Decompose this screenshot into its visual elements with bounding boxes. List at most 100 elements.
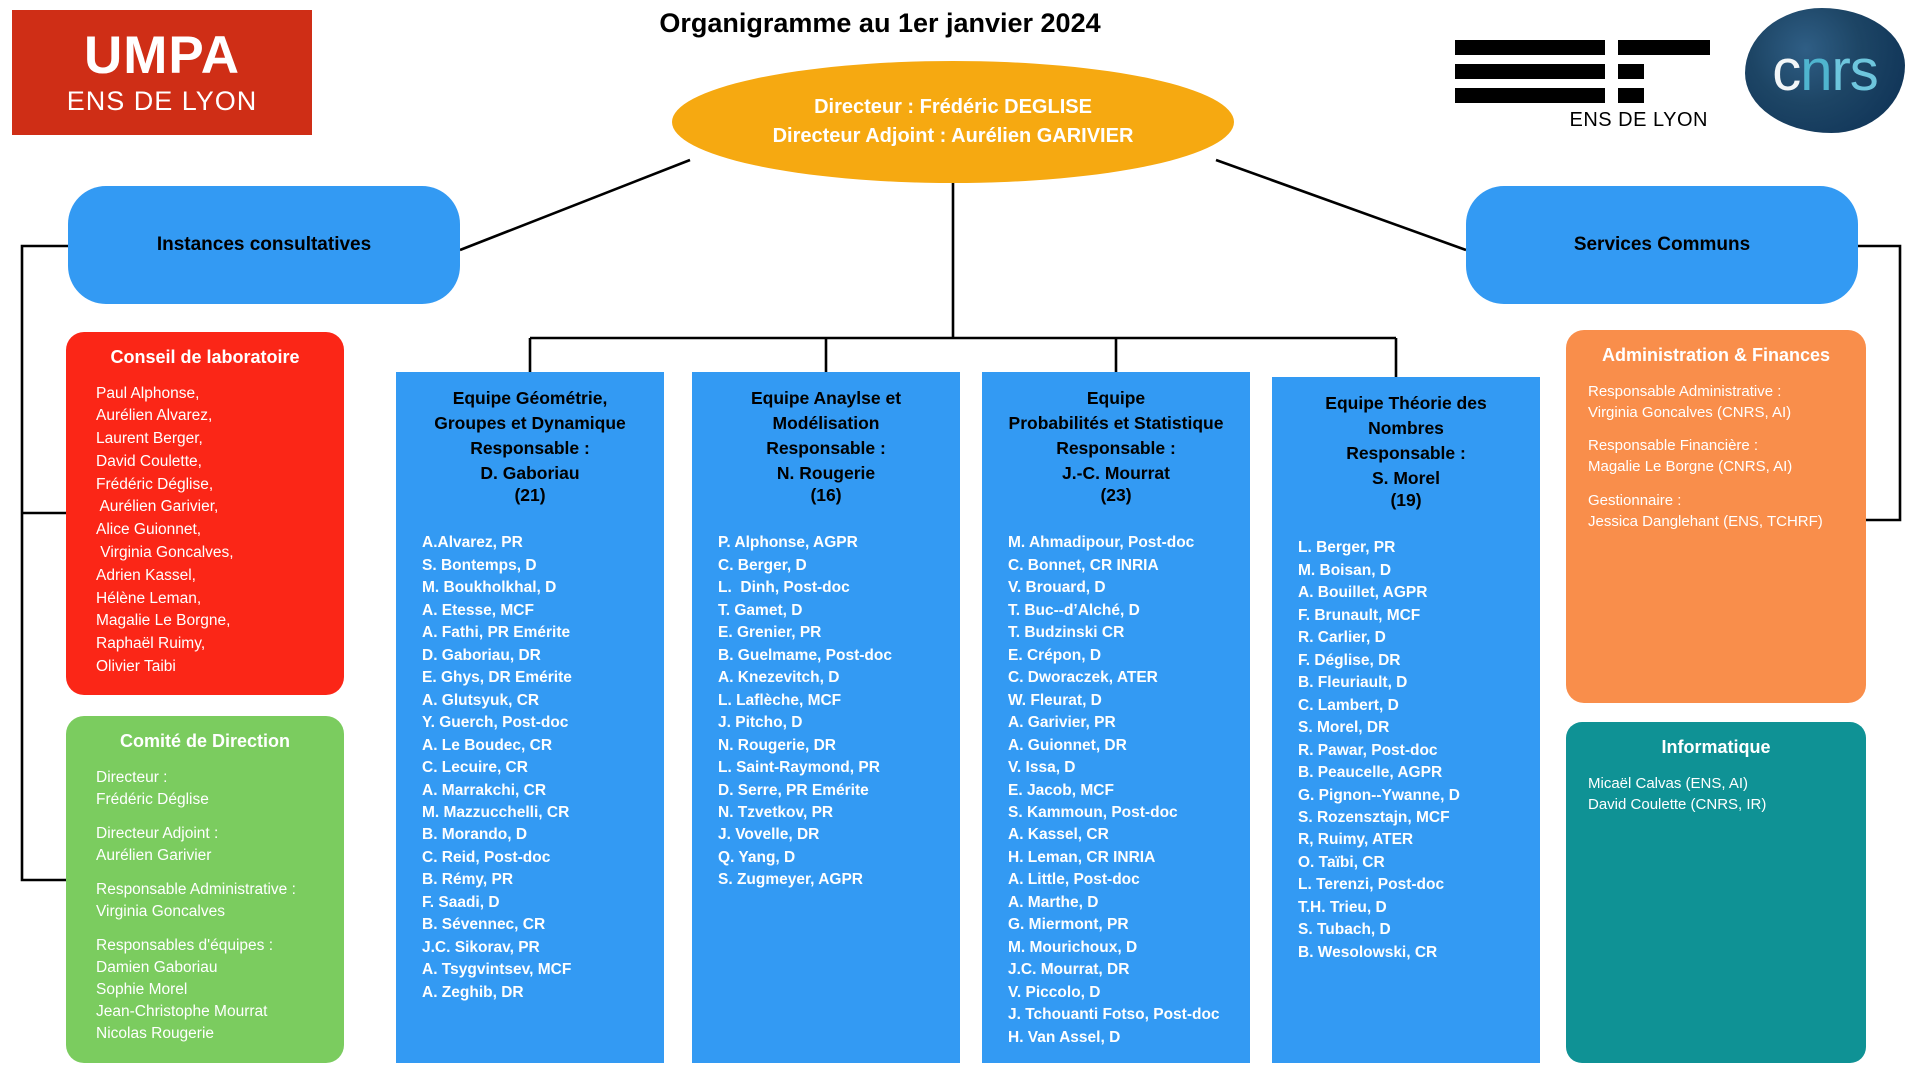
list-item: A. Tsygvintsev, MCF bbox=[422, 961, 572, 979]
list-item: R. Pawar, Post-doc bbox=[1298, 741, 1438, 759]
block-spacer bbox=[96, 923, 326, 935]
card-conseil-de-laboratoire: Conseil de laboratoire Paul Alphonse,Aur… bbox=[66, 332, 344, 695]
list-item: S. Tubach, D bbox=[1298, 921, 1391, 939]
cnrs-logo: cnrs bbox=[1745, 8, 1905, 133]
list-item: Jean-Christophe Mourrat bbox=[96, 1002, 268, 1020]
list-item: Virginia Goncalves (CNRS, AI) bbox=[1588, 403, 1792, 421]
title-line: Responsable : bbox=[1346, 442, 1466, 463]
list-item: H. Leman, CR INRIA bbox=[1008, 848, 1156, 866]
list-item: S. Bontemps, D bbox=[422, 556, 537, 574]
list-item: C. Bonnet, CR INRIA bbox=[1008, 556, 1159, 574]
list-item: A. Little, Post-doc bbox=[1008, 871, 1140, 889]
umpa-logo-main: UMPA bbox=[83, 25, 241, 85]
list-item: D. Serre, PR Emérite bbox=[718, 781, 869, 799]
list-item: Aurélien Garivier bbox=[96, 846, 212, 864]
list-item: T.H. Trieu, D bbox=[1298, 898, 1387, 916]
list-item: Responsable Administrative : bbox=[96, 880, 296, 898]
list-item: David Coulette, bbox=[96, 452, 202, 470]
list-item: B. Guelmame, Post-doc bbox=[718, 646, 892, 664]
node-instances-consultatives[interactable]: Instances consultatives bbox=[68, 186, 460, 304]
list-item: E. Jacob, MCF bbox=[1008, 781, 1114, 799]
list-item: J. Pitcho, D bbox=[718, 714, 803, 732]
title-line: J.-C. Mourrat bbox=[1062, 462, 1170, 483]
title-line: Equipe Géométrie, bbox=[452, 388, 608, 408]
list-item: E. Grenier, PR bbox=[718, 624, 822, 642]
list-item: F. Saadi, D bbox=[422, 893, 500, 911]
list-item: D. Gaboriau, DR bbox=[422, 646, 541, 664]
list-item: Sophie Morel bbox=[96, 980, 188, 998]
list-item: Y. Guerch, Post-doc bbox=[422, 714, 569, 732]
title-line: Responsable : bbox=[470, 437, 590, 458]
page-title: Organigramme au 1er janvier 2024 bbox=[659, 8, 1101, 38]
list-item: Laurent Berger, bbox=[96, 430, 203, 448]
list-item: E. Crépon, D bbox=[1008, 646, 1102, 664]
block-spacer bbox=[1588, 423, 1848, 435]
list-item: R, Ruimy, ATER bbox=[1298, 831, 1414, 849]
list-item: M. Boukholkhal, D bbox=[422, 579, 557, 597]
card-title: Administration & Finances bbox=[1601, 345, 1831, 365]
list-item: A. Knezevitch, D bbox=[718, 669, 840, 687]
list-item: A. Zeghib, DR bbox=[422, 983, 524, 1001]
director-node: Directeur : Frédéric DEGLISE Directeur A… bbox=[672, 61, 1234, 183]
title-line: Responsable : bbox=[1056, 437, 1176, 458]
title-line: Responsable : bbox=[766, 437, 886, 458]
title-line: Nombres bbox=[1368, 417, 1444, 438]
list-item: S. Rozensztajn, MCF bbox=[1298, 809, 1450, 826]
list-item: Responsables d'équipes : bbox=[96, 936, 274, 954]
title-line: Groupes et Dynamique bbox=[434, 412, 626, 433]
card-administration-finances: Administration & Finances Responsable Ad… bbox=[1566, 330, 1866, 703]
list-item: O. Taïbi, CR bbox=[1298, 853, 1385, 871]
director-line-2: Directeur Adjoint : Aurélien GARIVIER bbox=[772, 125, 1134, 147]
list-item: T. Buc--d’Alché, D bbox=[1008, 601, 1140, 619]
team-member-count: (23) bbox=[1100, 485, 1132, 506]
list-item: Paul Alphonse, bbox=[96, 384, 200, 402]
ens-logo-bars bbox=[1455, 40, 1710, 103]
block-spacer bbox=[96, 867, 326, 879]
conseil-member-list: Paul Alphonse, Aurélien Alvarez, Laurent B… bbox=[84, 383, 326, 679]
title-line: Equipe Anaylse et bbox=[750, 388, 902, 408]
list-item: Alice Guionnet, bbox=[96, 521, 202, 539]
list-item: A. Etesse, MCF bbox=[422, 601, 534, 619]
list-item: Aurélien Alvarez, bbox=[96, 407, 213, 425]
list-item: L. Terenzi, Post-doc bbox=[1298, 876, 1445, 894]
cnrs-logo-text: cnrs bbox=[1772, 37, 1879, 103]
list-item: C. Dworaczek, ATER bbox=[1008, 669, 1158, 687]
list-item: M. Mourichoux, D bbox=[1008, 938, 1138, 956]
list-item: C. Lecuire, CR bbox=[422, 759, 528, 777]
list-item: A. Fathi, PR Emérite bbox=[422, 624, 571, 642]
list-item: M. Boisan, D bbox=[1298, 561, 1392, 579]
list-item: C. Reid, Post-doc bbox=[422, 848, 551, 866]
list-item: A. Marthe, D bbox=[1008, 893, 1099, 911]
ens-logo-caption: ENS DE LYON bbox=[1569, 109, 1708, 131]
list-item: B. Wesolowski, CR bbox=[1298, 943, 1438, 961]
title-line: Modélisation bbox=[772, 412, 880, 433]
list-item: F. Déglise, DR bbox=[1298, 651, 1401, 669]
block-spacer bbox=[96, 811, 326, 823]
list-item: Q. Yang, D bbox=[718, 848, 796, 866]
node-services-communs[interactable]: Services Communs bbox=[1466, 186, 1858, 304]
list-item: P. Alphonse, AGPR bbox=[718, 534, 858, 552]
list-item: J.C. Sikorav, PR bbox=[422, 938, 540, 956]
list-item: R. Carlier, D bbox=[1298, 629, 1386, 647]
list-item: B. Peaucelle, AGPR bbox=[1298, 764, 1443, 782]
list-item: S. Morel, DR bbox=[1298, 719, 1390, 737]
list-item: B. Fleuriault, D bbox=[1298, 674, 1408, 692]
list-item: B. Morando, D bbox=[422, 826, 528, 844]
list-item: Hélène Leman, bbox=[96, 589, 202, 607]
list-item: Magalie Le Borgne, bbox=[96, 612, 231, 630]
list-item: B. Sévennec, CR bbox=[422, 916, 546, 934]
list-item: Virginia Goncalves, bbox=[96, 543, 234, 561]
list-item: J. Vovelle, DR bbox=[718, 826, 820, 844]
list-item: V. Brouard, D bbox=[1008, 579, 1106, 597]
card-title: Comité de Direction bbox=[119, 731, 291, 751]
